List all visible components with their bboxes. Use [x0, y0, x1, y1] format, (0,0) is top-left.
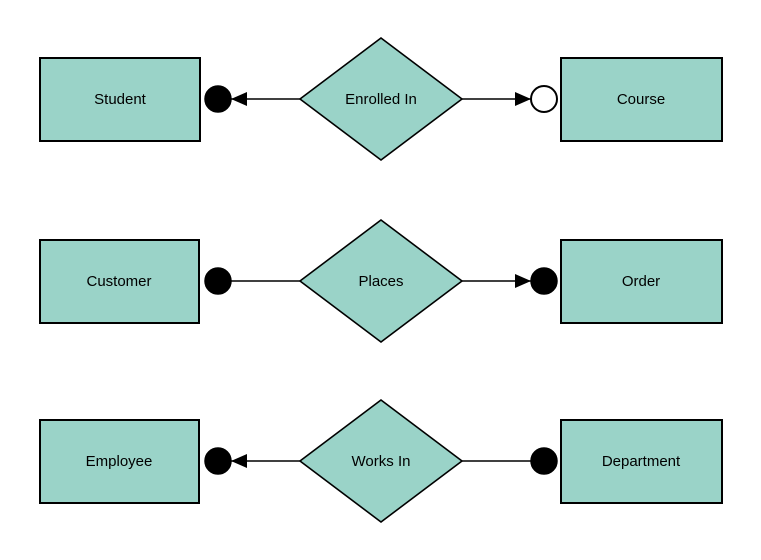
entity-course[interactable]	[560, 57, 723, 142]
entity-student-label: Student	[94, 91, 147, 108]
cardinality-connector-course-optional[interactable]	[530, 85, 558, 113]
entity-department[interactable]	[560, 419, 723, 504]
cardinality-connector-order-mandatory[interactable]	[530, 267, 558, 295]
relationship-places[interactable]	[298, 218, 464, 344]
relationship-places-label: Places	[358, 273, 403, 290]
entity-student[interactable]	[39, 57, 201, 142]
entity-order-label: Order	[622, 273, 660, 290]
cardinality-connector-customer-mandatory[interactable]	[204, 267, 232, 295]
entity-employee[interactable]	[39, 419, 200, 504]
arrowhead-right-1	[515, 92, 531, 106]
relationship-enrolled-in[interactable]	[298, 36, 464, 162]
entity-department-label: Department	[602, 453, 681, 470]
cardinality-connector-employee-mandatory[interactable]	[204, 447, 232, 475]
relationship-works-in-label: Works In	[352, 453, 411, 470]
relationship-works-in[interactable]	[298, 398, 464, 524]
entity-order[interactable]	[560, 239, 723, 324]
relationship-enrolled-in-label: Enrolled In	[345, 91, 417, 108]
arrowhead-left-3	[231, 454, 247, 468]
arrowhead-left-1	[231, 92, 247, 106]
entity-customer[interactable]	[39, 239, 200, 324]
relationship-row-1: Student Enrolled In Course	[39, 36, 723, 162]
relationship-row-3: Employee Works In Department	[39, 398, 723, 524]
relationship-row-2: Customer Places Order	[39, 218, 723, 344]
cardinality-connector-student-mandatory[interactable]	[204, 85, 232, 113]
entity-employee-label: Employee	[86, 453, 153, 470]
entity-course-label: Course	[617, 91, 665, 108]
entity-customer-label: Customer	[86, 273, 151, 290]
cardinality-connector-department-mandatory[interactable]	[530, 447, 558, 475]
arrowhead-right-2	[515, 274, 531, 288]
